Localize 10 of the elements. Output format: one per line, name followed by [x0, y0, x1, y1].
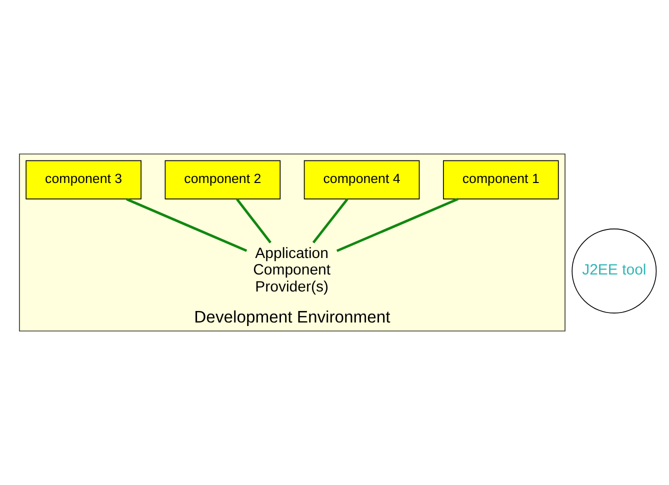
connector — [312, 198, 348, 244]
connector — [236, 198, 272, 244]
node-box: component 4 — [304, 160, 420, 200]
node-circle: J2EE tool — [572, 228, 657, 314]
connector — [126, 198, 248, 252]
node-box: component 2 — [164, 160, 281, 200]
node-box: component 1 — [443, 160, 559, 200]
node-text: Application Component Provider(s) — [253, 245, 331, 296]
connector — [336, 198, 458, 252]
node-box: component 3 — [26, 160, 142, 200]
